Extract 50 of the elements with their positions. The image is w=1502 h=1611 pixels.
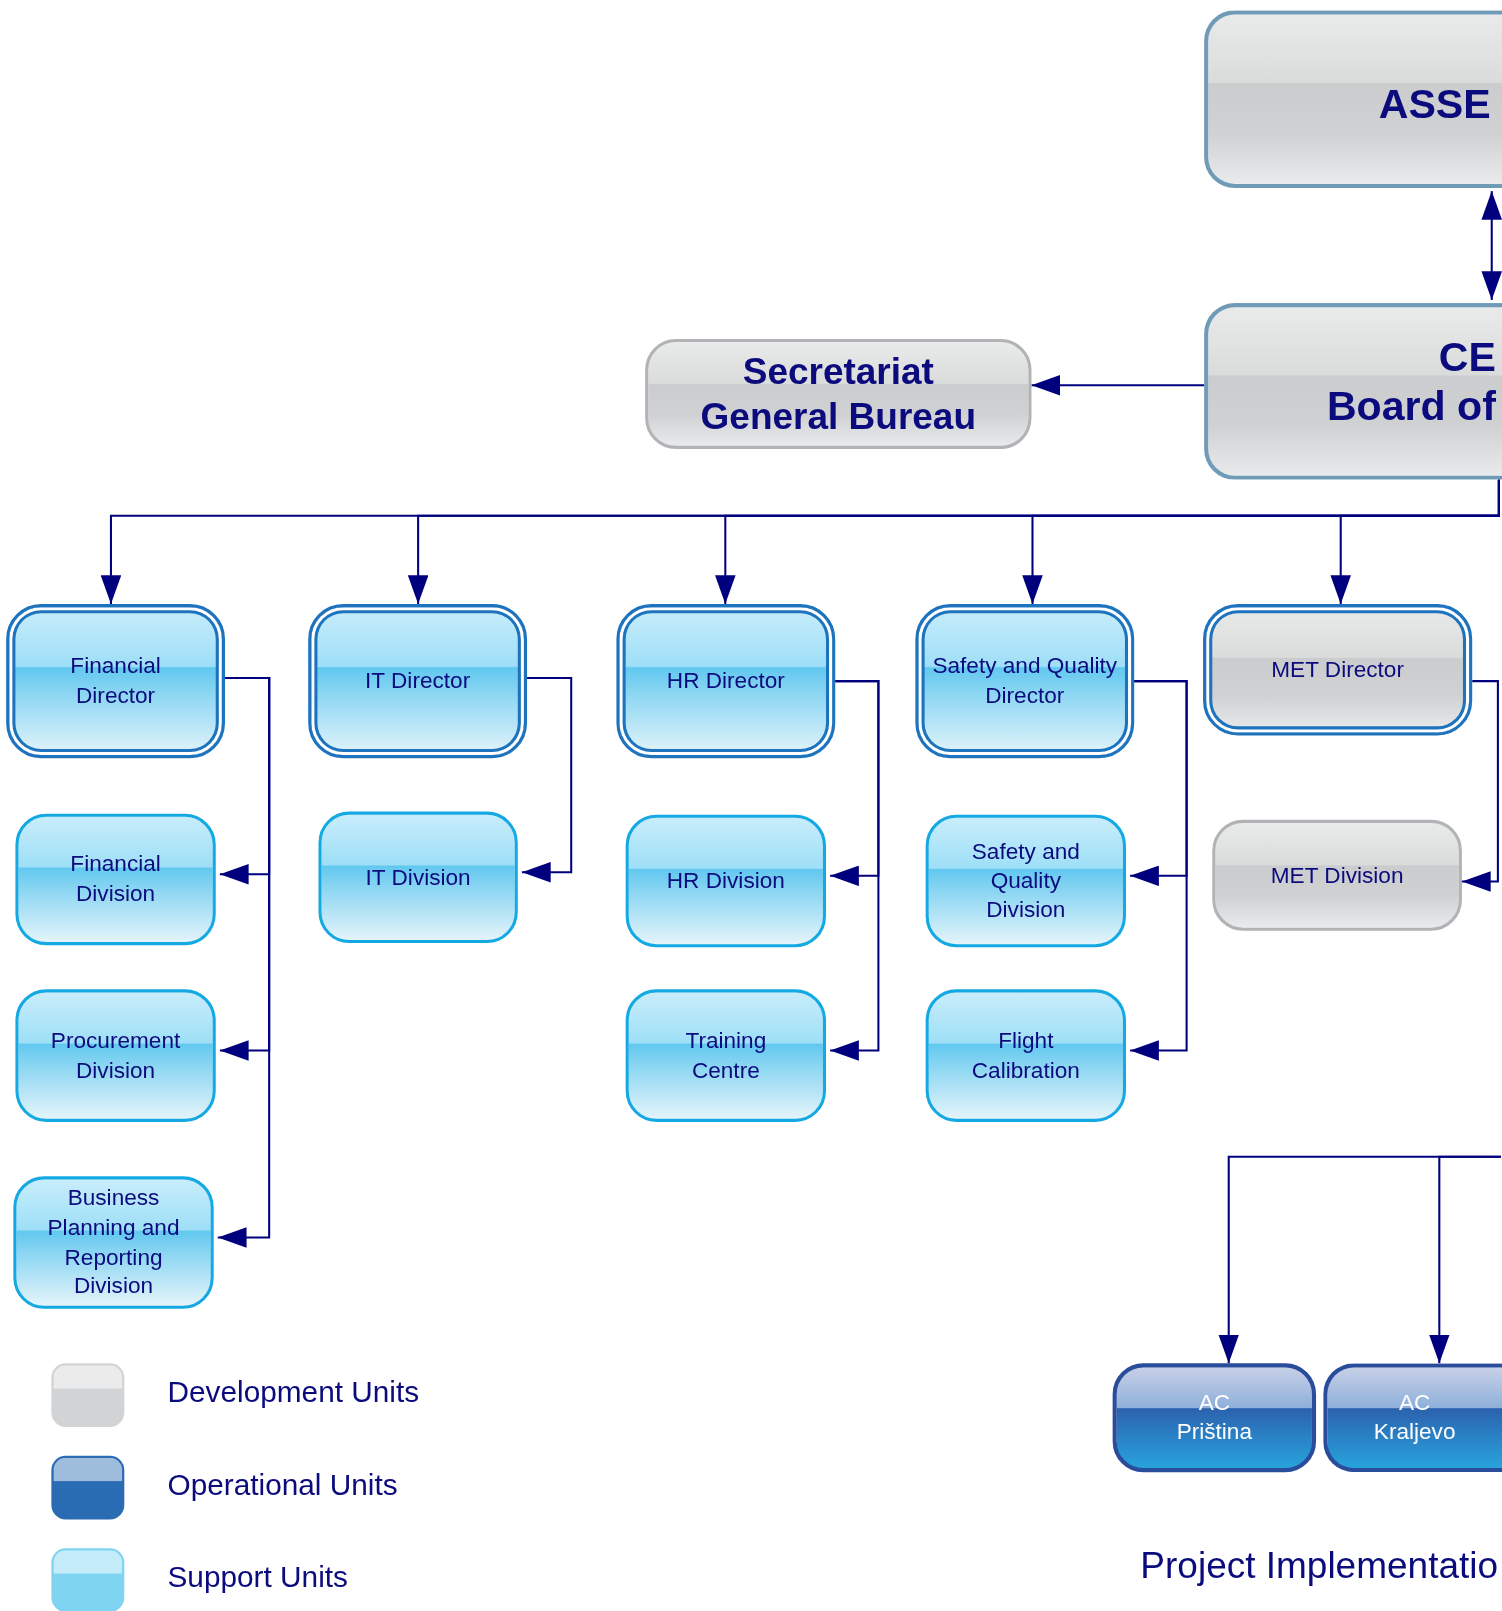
unit-name: Financial Division bbox=[69, 850, 162, 909]
arrow bbox=[217, 677, 271, 1248]
unit-name: Board of bbox=[1326, 382, 1496, 431]
unit-name: MET Director bbox=[1271, 655, 1404, 684]
unit-box bbox=[15, 813, 216, 946]
arrow bbox=[1330, 479, 1500, 605]
unit-box bbox=[318, 811, 518, 944]
unit-box bbox=[1204, 10, 1502, 188]
unit-box bbox=[13, 1176, 214, 1309]
unit-name: Financial Director bbox=[69, 651, 162, 710]
unit-box bbox=[1204, 303, 1502, 480]
section-heading: Project Implementatio bbox=[1140, 1544, 1499, 1588]
unit-box bbox=[308, 604, 528, 759]
unit-box bbox=[625, 989, 826, 1122]
unit-name: Safety and Quality Director bbox=[932, 651, 1118, 710]
unit-box bbox=[925, 989, 1126, 1122]
arrow bbox=[1461, 680, 1499, 892]
unit-name: Training Centre bbox=[684, 1026, 768, 1085]
unit-name: IT Division bbox=[365, 862, 471, 892]
arrow bbox=[521, 677, 573, 883]
unit-box bbox=[1203, 604, 1473, 736]
arrow bbox=[1429, 1155, 1501, 1364]
unit-box bbox=[925, 814, 1126, 948]
legend-label: Support Units bbox=[167, 1560, 348, 1595]
legend-label: Operational Units bbox=[167, 1468, 398, 1502]
unit-name: Secretariat General Bureau bbox=[699, 349, 978, 439]
unit-name: Flight Calibration bbox=[970, 1026, 1081, 1085]
unit-box bbox=[616, 604, 836, 759]
arrow bbox=[1481, 191, 1502, 300]
unit-name: HR Division bbox=[666, 866, 785, 895]
unit-name: MET Division bbox=[1270, 860, 1404, 890]
unit-box bbox=[15, 989, 216, 1122]
unit-name: Procurement Division bbox=[49, 1026, 182, 1085]
unit-name: Safety and Quality Division bbox=[970, 836, 1081, 925]
unit-box bbox=[6, 604, 225, 759]
arrow bbox=[1130, 680, 1188, 1061]
unit-name: HR Director bbox=[666, 666, 785, 696]
unit-name: Business Planning and Reporting Division bbox=[46, 1183, 181, 1301]
unit-box bbox=[1212, 819, 1462, 931]
unit-name: ASSE bbox=[1378, 79, 1491, 128]
unit-name: IT Director bbox=[365, 666, 471, 696]
unit-box bbox=[1112, 1363, 1317, 1473]
legend-label: Development Units bbox=[167, 1375, 420, 1410]
unit-box bbox=[915, 604, 1135, 759]
unit-box bbox=[645, 339, 1032, 449]
unit-box bbox=[625, 814, 826, 948]
unit-name: CE bbox=[1438, 332, 1496, 382]
arrow bbox=[830, 680, 880, 1061]
arrow bbox=[1031, 375, 1205, 396]
unit-box bbox=[1323, 1363, 1502, 1473]
